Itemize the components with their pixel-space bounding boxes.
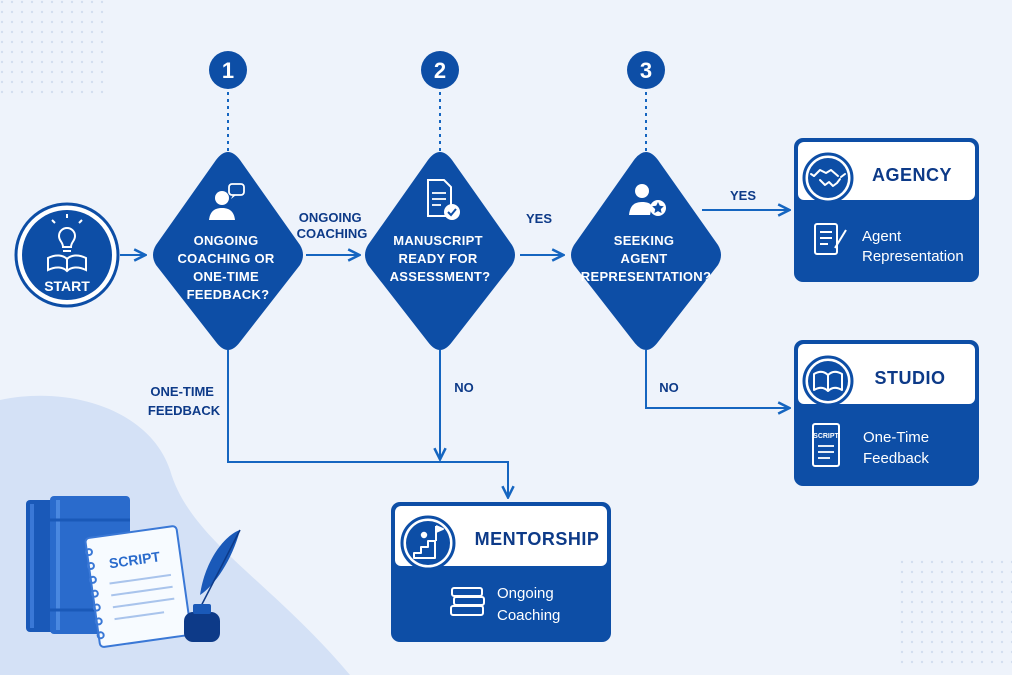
handshake-icon [810,169,846,187]
decision-agent-representation[interactable]: SEEKING AGENT REPRESENTATION? [571,152,721,350]
start-node[interactable]: START [14,202,120,308]
edge-label-one-time-feedback: ONE-TIME FEEDBACK [148,384,221,418]
svg-text:3: 3 [640,58,652,83]
dot-pattern-bottom-right [900,560,1012,670]
edge-label-no-decision-2: NO [454,380,474,395]
svg-text:1: 1 [222,58,234,83]
arrow-to-mentorship [227,350,508,496]
svg-text:2: 2 [434,58,446,83]
mentorship-card[interactable]: MENTORSHIP Ongoing Coaching [391,502,611,642]
agency-subtitle: Agent Representation [862,228,964,265]
agency-title: AGENCY [872,165,952,185]
decision-2-text: MANUSCRIPT READY FOR ASSESSMENT? [390,233,491,284]
agency-card[interactable]: AGENCY Agent Representation [794,138,979,282]
decision-coaching-or-feedback[interactable]: ONGOING COACHING OR ONE-TIME FEEDBACK? [153,152,303,350]
svg-text:SCRIPT: SCRIPT [108,548,162,571]
lightbulb-book-icon [47,214,87,273]
studio-subtitle: One-Time Feedback [863,429,933,467]
edge-label-no-decision-3: NO [659,380,679,395]
decision-1-text: ONGOING COACHING OR ONE-TIME FEEDBACK? [177,233,278,302]
arrow-to-studio [645,350,788,408]
quill-feather [200,530,240,595]
script-document-icon: SCRIPT [812,423,840,467]
step-1-badge: 1 [209,51,247,89]
person-star-icon [629,184,666,216]
edge-label-ongoing-coaching: ONGOING COACHING [297,210,368,241]
open-book-icon [813,370,843,392]
ink-pot [184,612,220,642]
decision-3-text: SEEKING AGENT REPRESENTATION? [581,233,711,284]
mentorship-subtitle: Ongoing Coaching [497,585,560,624]
stacked-books-icon [450,587,485,616]
edge-label-yes-decision-2: YES [526,211,552,226]
person-chat-icon [209,183,245,220]
mentorship-title: MENTORSHIP [475,529,600,549]
books-script-illustration: SCRIPT [26,496,241,648]
studio-title: STUDIO [874,368,945,388]
studio-card[interactable]: STUDIO SCRIPT One-Time Feedback [794,340,979,486]
script-notebook: SCRIPT [84,525,192,648]
step-2-badge: 2 [421,51,459,89]
svg-text:SCRIPT: SCRIPT [813,433,839,440]
decision-manuscript-ready[interactable]: MANUSCRIPT READY FOR ASSESSMENT? [365,152,515,350]
stairs-flag-icon [413,525,444,559]
dot-pattern-top-left [0,0,110,100]
start-label: START [44,278,90,294]
step-3-badge: 3 [627,51,665,89]
edge-label-yes-decision-3: YES [730,188,756,203]
document-check-icon [427,179,460,220]
document-pen-icon [814,223,847,255]
